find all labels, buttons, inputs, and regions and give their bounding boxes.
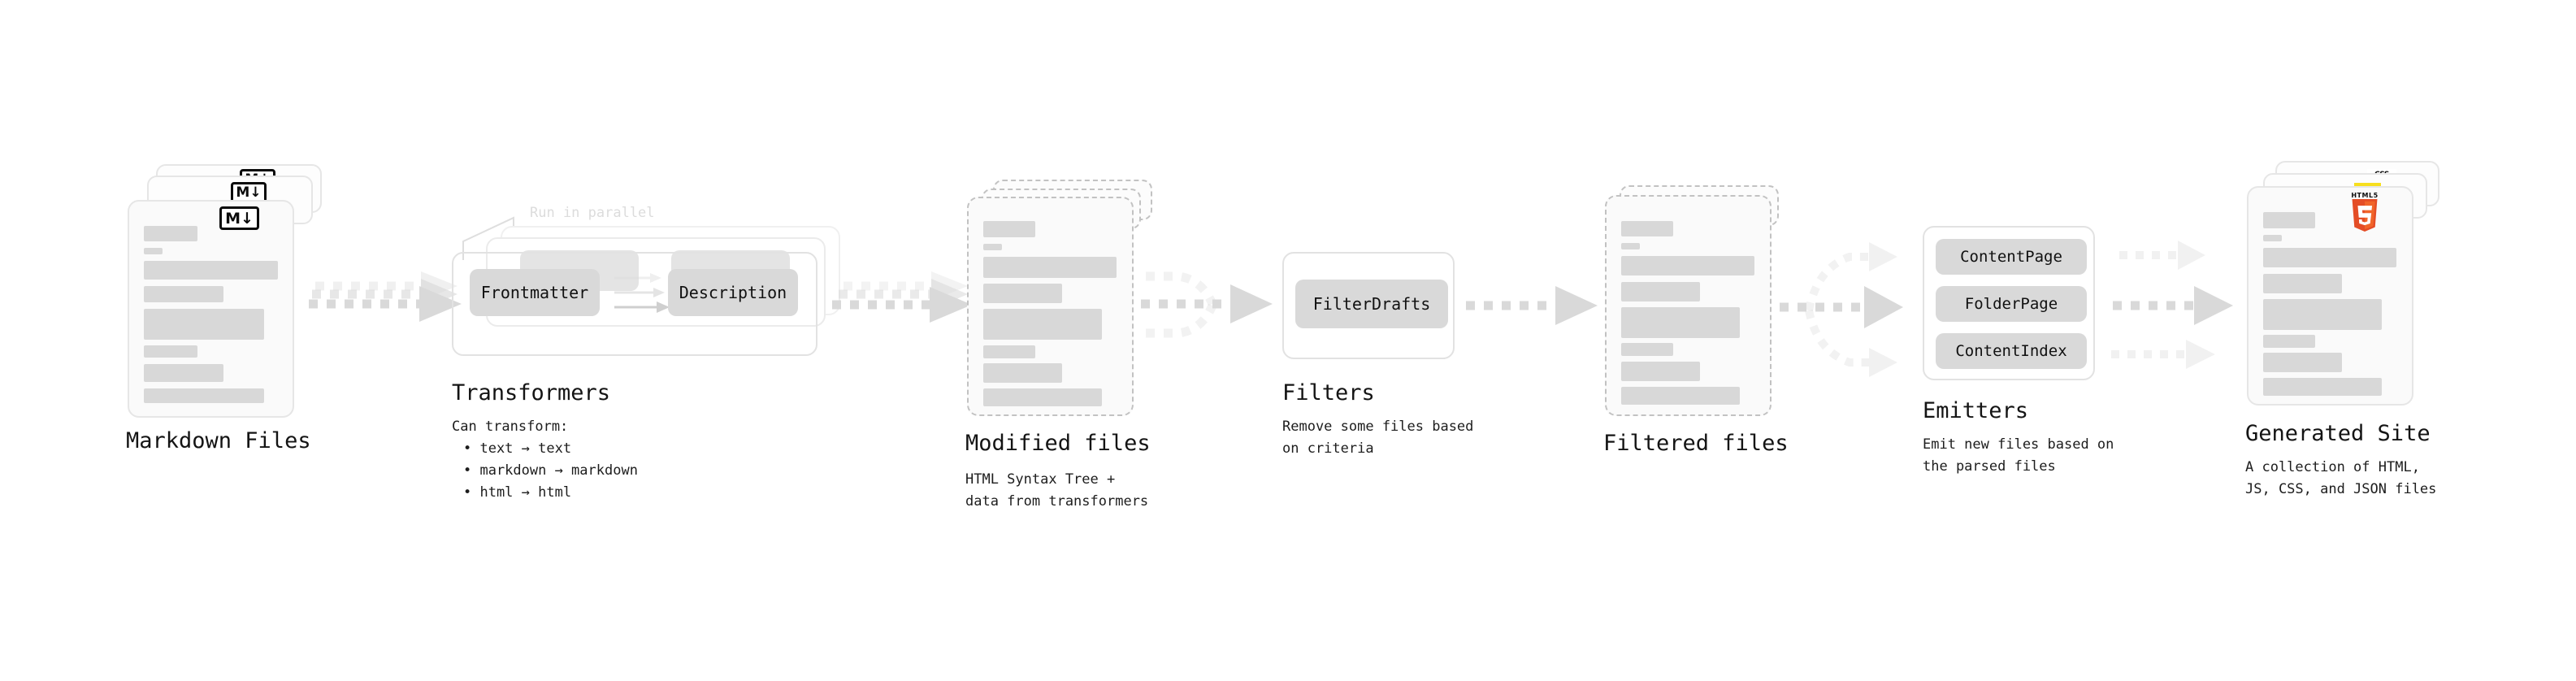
- transformers-bullet-1: • markdown → markdown: [463, 462, 638, 479]
- skeleton-line: [144, 261, 278, 280]
- transformers-box: Frontmatter Description: [452, 252, 817, 356]
- emitters-desc: Emit new files based on the parsed files: [1923, 436, 2114, 475]
- skeleton-line: [2263, 274, 2342, 293]
- pill-label: ContentIndex: [1955, 342, 2067, 360]
- skeleton-line: [144, 286, 223, 302]
- skeleton-line: [1621, 282, 1700, 301]
- transformer-inner-arrows: [614, 273, 670, 313]
- markdown-badge-text: M↓: [225, 209, 254, 228]
- filters-title: Filters: [1282, 380, 1375, 406]
- modified-files-title: Modified files: [965, 431, 1151, 456]
- emitter-pill-folderpage[interactable]: FolderPage: [1936, 286, 2087, 322]
- pill-label: FolderPage: [1964, 295, 2058, 313]
- skeleton-line: [2263, 235, 2282, 241]
- skeleton-line: [1621, 362, 1700, 381]
- skeleton-line: [983, 244, 1002, 250]
- skeleton-line: [983, 363, 1062, 383]
- pill-label: ContentPage: [1960, 248, 2062, 266]
- generated-site-desc: A collection of HTML, JS, CSS, and JSON …: [2245, 459, 2437, 497]
- skeleton-line: [144, 309, 264, 340]
- generated-site-title: Generated Site: [2245, 421, 2431, 446]
- skeleton-line: [2263, 335, 2315, 348]
- arrow-markdown-to-transformers: [309, 271, 462, 322]
- transformers-bullet-0: • text → text: [463, 440, 572, 457]
- site-card-front: [2247, 186, 2413, 406]
- skeleton-line: [144, 248, 163, 254]
- html5-shield-icon: [2352, 199, 2378, 232]
- arrow-transformers-to-modified: [832, 271, 972, 323]
- skeleton-line: [983, 257, 1117, 278]
- pill-label: Frontmatter: [480, 283, 589, 302]
- markdown-badge-back-1: M↓: [231, 182, 267, 203]
- skeleton-line: [2263, 378, 2382, 396]
- skeleton-line: [2263, 353, 2342, 372]
- markdown-files-title: Markdown Files: [126, 428, 311, 453]
- transformers-bullet-2: • html → html: [463, 484, 572, 501]
- skeleton-line: [2263, 248, 2396, 267]
- skeleton-line: [983, 284, 1062, 303]
- skeleton-line: [2263, 299, 2382, 330]
- skeleton-line: [1621, 307, 1740, 338]
- transformer-pill-description[interactable]: Description: [668, 269, 798, 316]
- skeleton-line: [144, 345, 197, 358]
- filter-pill-filterdrafts[interactable]: FilterDrafts: [1295, 280, 1448, 328]
- skeleton-line: [1621, 221, 1673, 236]
- emitters-title: Emitters: [1923, 398, 2029, 423]
- emitter-pill-contentpage[interactable]: ContentPage: [1936, 239, 2087, 275]
- modified-files-desc: HTML Syntax Tree + data from transformer…: [965, 471, 1149, 510]
- skeleton-line: [1621, 343, 1673, 356]
- arrow-filtered-to-emitters: [1780, 242, 1903, 377]
- filters-box: FilterDrafts: [1282, 252, 1455, 359]
- pill-label: Description: [679, 283, 787, 302]
- skeleton-line: [983, 221, 1035, 237]
- skeleton-line: [983, 309, 1102, 340]
- run-in-parallel-label: Run in parallel: [530, 205, 655, 221]
- transformers-title: Transformers: [452, 380, 611, 406]
- skeleton-line: [144, 226, 197, 241]
- emitter-pill-contentindex[interactable]: ContentIndex: [1936, 333, 2087, 369]
- skeleton-line: [2263, 212, 2315, 228]
- pill-label: FilterDrafts: [1312, 294, 1431, 314]
- modified-card-front: [967, 197, 1134, 416]
- arrow-emitters-to-site: [2111, 241, 2233, 369]
- skeleton-line: [1621, 387, 1740, 405]
- markdown-card-front: [128, 200, 294, 418]
- skeleton-line: [144, 364, 223, 382]
- arrow-modified-to-filters: [1141, 271, 1273, 338]
- markdown-badge-front: M↓: [219, 206, 259, 230]
- transformers-desc: Can transform:: [452, 419, 569, 435]
- html5-badge-text: HTML5: [2351, 192, 2379, 199]
- filtered-card-front: [1605, 195, 1772, 416]
- emitters-box: ContentPage FolderPage ContentIndex: [1923, 226, 2095, 380]
- skeleton-line: [1621, 243, 1640, 249]
- transformer-pill-frontmatter[interactable]: Frontmatter: [470, 269, 600, 316]
- markdown-badge-text: M↓: [236, 184, 262, 201]
- skeleton-line: [983, 345, 1035, 358]
- skeleton-line: [1621, 256, 1754, 275]
- filters-desc: Remove some files based on criteria: [1282, 419, 1474, 457]
- html5-badge: HTML5: [2348, 192, 2381, 232]
- skeleton-line: [144, 388, 264, 403]
- skeleton-line: [983, 388, 1102, 406]
- filtered-files-title: Filtered files: [1603, 431, 1789, 456]
- arrow-filters-to-filtered: [1466, 286, 1598, 325]
